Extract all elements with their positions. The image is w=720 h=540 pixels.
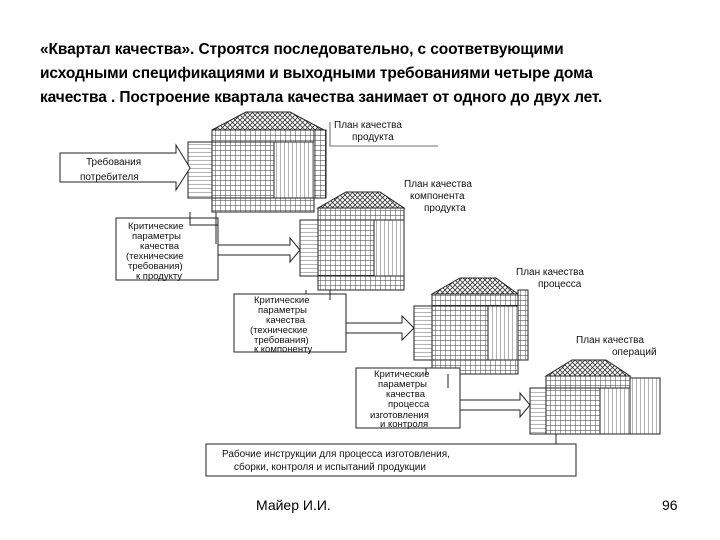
input-box-4-line-6: изготовления — [370, 410, 429, 421]
input-box-1-line-1: Требования — [86, 156, 141, 168]
input-box-2-line-4: (технические — [126, 251, 184, 262]
work-instructions-box — [205, 443, 577, 477]
input-box-2-line-6: к продукту — [136, 271, 182, 282]
component-critical-params-box — [233, 293, 347, 353]
connector-house1-to-box2 — [189, 212, 218, 226]
input-box-4-line-2: параметры — [378, 379, 427, 390]
slide-heading: «Квартал качества». Строятся последовате… — [40, 38, 690, 110]
house-1-label-line-1: План качества — [334, 120, 402, 131]
house-2-label-line-1: План качества — [404, 179, 472, 190]
house-1-label-bracket — [329, 122, 438, 147]
input-box-3-line-4: (технические — [250, 325, 308, 336]
house-4-label-line-2: операций — [612, 347, 657, 358]
heading-line-2: исходными спецификациями и выходными тре… — [40, 65, 593, 82]
quality-house-2 — [299, 191, 406, 291]
input-box-3-line-3: качества — [266, 315, 306, 326]
customer-requirements-arrow — [59, 143, 191, 192]
arrow-box4-to-house4 — [459, 391, 531, 419]
input-box-4-line-4: процесса — [388, 399, 430, 410]
input-box-2-line-2: параметры — [132, 231, 181, 242]
house-3-label-line-1: План качества — [516, 267, 584, 278]
input-box-4-line-7: и контроля — [380, 419, 428, 430]
arrow-box2-to-house2 — [217, 236, 301, 264]
input-box-3-line-2: параметры — [258, 305, 307, 316]
heading-line-3: качества . Построение квартала качества … — [40, 89, 603, 106]
heading-line-1: «Квартал качества». Строятся последовате… — [40, 41, 564, 58]
house-1-label-line-2: продукта — [352, 132, 394, 143]
product-critical-params-box — [115, 217, 219, 281]
input-box-4-line-1: Критические — [374, 369, 430, 380]
page-number: 96 — [662, 497, 678, 513]
input-box-1-line-2: потребителя — [80, 171, 139, 183]
house-2-label-line-2: компонента — [410, 191, 465, 202]
input-box-5-line-1: Рабочие инструкции для процесса изготовл… — [222, 448, 450, 460]
quality-house-4 — [529, 359, 661, 435]
house-3-label-line-2: процесса — [538, 279, 582, 290]
input-box-2-line-1: Критические — [128, 221, 184, 232]
input-box-2-line-3: качества — [140, 241, 180, 252]
input-box-2-line-5: требования) — [128, 261, 183, 272]
input-box-4-line-3: качества — [386, 389, 426, 400]
input-box-5-line-2: сборки, контроля и испытаний продукции — [234, 461, 426, 473]
input-box-3-line-6: к компоненту — [254, 344, 313, 355]
quality-house-3 — [413, 277, 529, 375]
house-4-label-line-1: План качества — [576, 335, 644, 346]
slide-author: Майер И.И. — [256, 497, 331, 513]
input-box-3-line-1: Критические — [254, 295, 310, 306]
house-2-label-line-3: продукта — [424, 203, 466, 214]
quality-house-1 — [187, 111, 327, 213]
process-critical-params-box — [355, 367, 461, 429]
input-box-3-line-5: требования) — [254, 335, 309, 346]
arrow-box3-to-house3 — [345, 314, 415, 342]
